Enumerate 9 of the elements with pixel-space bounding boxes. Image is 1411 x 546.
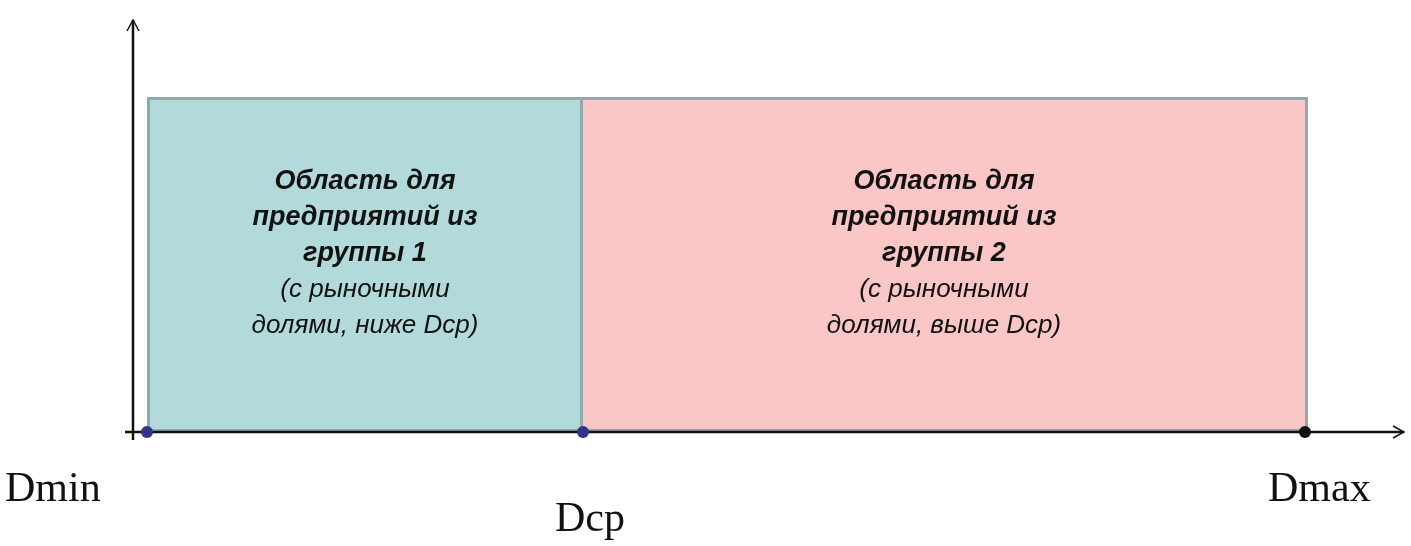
region-description: (с рыночными долями, выше Dср) <box>825 272 1063 341</box>
region-heading: Область для предприятий из группы 1 <box>251 164 479 269</box>
axis-value-label: Dср <box>555 495 625 539</box>
region-description: (с рыночными долями, ниже Dср) <box>250 272 480 341</box>
axis-value-label: Dmax <box>1268 465 1371 509</box>
region-box <box>147 97 583 432</box>
axis-value-label: Dmin <box>5 465 101 509</box>
region-heading: Область для предприятий из группы 2 <box>830 164 1058 269</box>
region-box <box>583 97 1308 432</box>
